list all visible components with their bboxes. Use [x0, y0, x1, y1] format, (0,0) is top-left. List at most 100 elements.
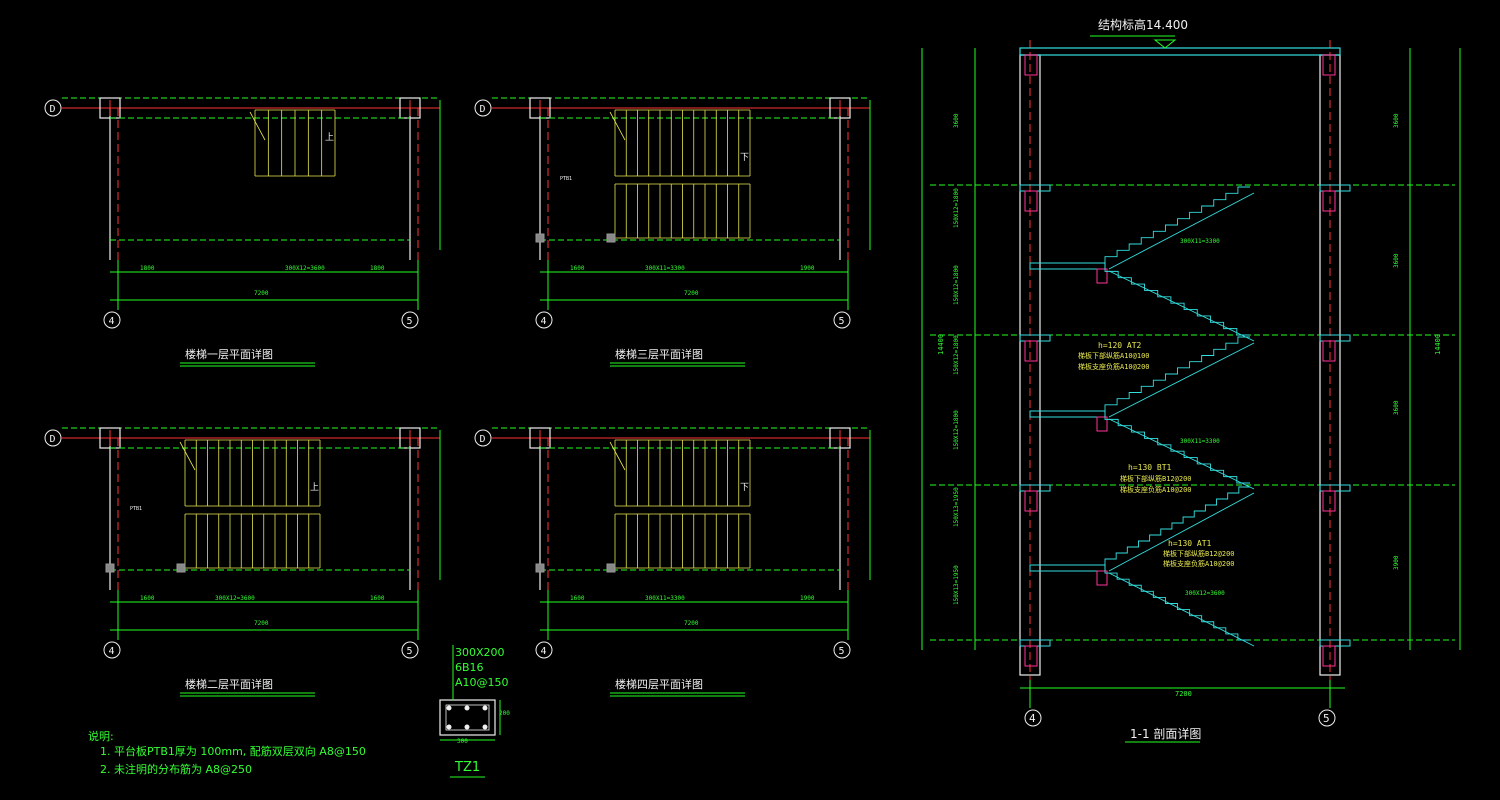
plan-axis-row-label: D: [50, 434, 56, 445]
plan-run-dim-text: 300X12=3600: [215, 595, 255, 602]
section-top-triangle: [1153, 39, 1177, 49]
plan-small-col-mid: [176, 563, 186, 573]
column-bars-label: 6B16: [455, 661, 484, 674]
section-top-label: 结构标高14.400: [1098, 17, 1188, 32]
section-landing-beam: [1096, 570, 1108, 586]
section-run-3: 300X12=3600: [1185, 590, 1225, 597]
notes-line-2: 2. 未注明的分布筋为 A8@250: [100, 762, 252, 776]
plan-right-dim-text: 1900: [800, 265, 815, 272]
section-landing-beam: [1096, 416, 1108, 432]
plan-run-dim-text: 300X12=3600: [285, 265, 325, 272]
plan-small-col-left: [535, 233, 545, 243]
section-flight-down-3-soffit: [1108, 572, 1255, 647]
section-flight-at1: [1104, 486, 1250, 565]
plan-break-line: [609, 111, 626, 141]
section-floor-slab-left: [1019, 484, 1051, 492]
column-size-label: 300X200: [455, 646, 505, 659]
plan-small-col-mid: [606, 563, 616, 573]
section-right-dim-3: 3600: [1393, 400, 1400, 415]
plan-axis-row-circle: [44, 99, 62, 117]
plan-axis-right-circle: [401, 641, 419, 659]
general-notes: 说明: 1. 平台板PTB1厚为 100mm, 配筋双层双向 A8@150 2.…: [88, 729, 366, 776]
section-floor-slab-left: [1019, 639, 1051, 647]
notes-line-1: 1. 平台板PTB1厚为 100mm, 配筋双层双向 A8@150: [100, 744, 366, 758]
section-floor-beam-left: [1024, 340, 1038, 362]
column-height-label: 200: [499, 710, 510, 717]
column-detail-title: TZ1: [454, 760, 480, 775]
section-flight-at2-upper-soffit: [1108, 192, 1255, 270]
plan-right-dim-text: 1900: [800, 595, 815, 602]
section-roof-beam-left: [1024, 54, 1038, 76]
plan-small-col-mid: [606, 233, 616, 243]
plan-axis-right-circle: [833, 641, 851, 659]
plan-axis-left-label: 4: [109, 646, 115, 657]
section-landing-slab: [1029, 262, 1106, 270]
section-landing-slab: [1029, 410, 1106, 418]
plan-arrow-label: 上: [325, 132, 334, 143]
plan-platform-label: PTB1: [130, 506, 142, 512]
plan-platform-label: PTB1: [560, 176, 572, 182]
plan-break-line: [609, 441, 626, 471]
section-floor-slab-right: [1319, 484, 1351, 492]
section-flight-at2-lower-soffit: [1108, 342, 1255, 418]
section-run-1: 300X11=3300: [1180, 238, 1220, 245]
plan-break-line: [179, 441, 196, 471]
section-note-1-sub-2: 梯板支座负筋A10@200: [1078, 362, 1150, 371]
section-note-2-sub-1: 梯板下部纵筋B12@200: [1120, 474, 1192, 483]
section-span-label: 7200: [1175, 690, 1192, 698]
plan-axis-right-label: 5: [407, 316, 413, 327]
section-note-1: h=120 AT2: [1098, 341, 1142, 350]
section-note-3: h=130 AT1: [1168, 539, 1212, 548]
section-axis-right-circle: [1318, 709, 1336, 727]
plan-axis-left-label: 4: [541, 316, 547, 327]
section-floor-slab-right: [1319, 184, 1351, 192]
section-floor-beam-right: [1322, 190, 1336, 212]
plan-arrow-label: 下: [740, 483, 749, 493]
column-rebar-5: [482, 724, 488, 730]
column-rebar-3: [446, 724, 452, 730]
plan-left-dim-text: 1600: [570, 265, 585, 272]
section-flight-at1-soffit: [1108, 492, 1255, 572]
section-note-3-sub-1: 梯板下部纵筋B12@200: [1163, 549, 1235, 558]
column-section-stirrup: [445, 704, 490, 731]
section-floor-slab-right: [1319, 639, 1351, 647]
plan-small-col-left: [535, 563, 545, 573]
section-title: 1-1 剖面详图: [1130, 726, 1201, 741]
plan-left-dim-text: 1600: [140, 595, 155, 602]
section-floor-beam-left: [1024, 190, 1038, 212]
column-rebar-0: [446, 705, 452, 711]
section-left-dim-4: 150X12=1800: [953, 335, 960, 375]
plan-title: 楼梯二层平面详图: [185, 677, 273, 691]
section-floor-beam-left: [1024, 645, 1038, 667]
column-section-outline: [439, 699, 496, 736]
section-left-dim-3: 150X12=1800: [953, 265, 960, 305]
plan-right-dim-text: 1800: [370, 265, 385, 272]
section-floor-beam-left: [1024, 490, 1038, 512]
plan-axis-right-label: 5: [839, 316, 845, 327]
section-note-3-sub-2: 梯板支座负筋A10@200: [1163, 559, 1235, 568]
section-note-1-sub-1: 梯板下部纵筋A10@100: [1078, 351, 1150, 360]
column-stirrups-label: A10@150: [455, 676, 509, 689]
section-right-dim-2: 3600: [1393, 253, 1400, 268]
section-left-dim-7: 150X13=1950: [953, 565, 960, 605]
plan-axis-row-label: D: [480, 434, 486, 445]
plan-axis-right-label: 5: [839, 646, 845, 657]
section-floor-beam-right: [1322, 490, 1336, 512]
section-landing-beam: [1096, 268, 1108, 284]
plan-axis-row-circle: [474, 99, 492, 117]
plan-span-dim-text: 7200: [684, 290, 699, 297]
section-layer: [921, 35, 1461, 743]
plan-run-dim-text: 300X11=3300: [645, 595, 685, 602]
plan-small-col-left: [105, 563, 115, 573]
column-rebar-4: [464, 724, 470, 730]
plan-axis-row-label: D: [480, 104, 486, 115]
plan-axis-row-circle: [44, 429, 62, 447]
plan-arrow-label: 上: [310, 482, 319, 493]
plan-axis-right-circle: [833, 311, 851, 329]
section-flight-down-2-soffit: [1108, 418, 1255, 490]
section-axis-left: 4: [1029, 712, 1036, 725]
plan-break-line: [249, 111, 266, 141]
